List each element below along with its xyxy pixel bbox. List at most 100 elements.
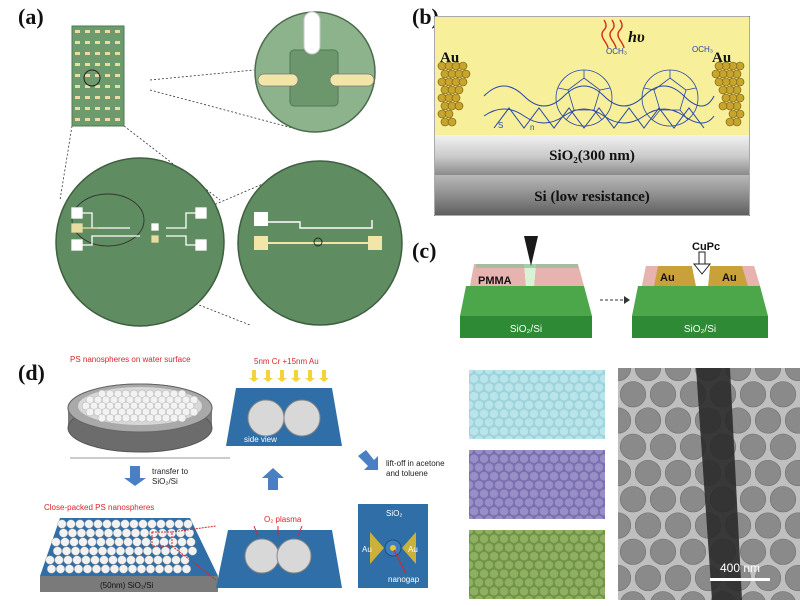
nanosphere	[564, 463, 574, 472]
nanosphere	[489, 427, 499, 436]
nanosphere	[499, 489, 509, 498]
nanosphere	[589, 534, 599, 543]
chip-pad	[115, 63, 120, 66]
nanosphere	[504, 418, 514, 427]
nanosphere	[664, 512, 692, 539]
nanosphere	[469, 498, 474, 507]
nanosphere	[599, 392, 605, 401]
au-left-label-c: Au	[660, 272, 675, 284]
nanosphere	[664, 407, 692, 434]
nanosphere	[554, 400, 564, 410]
nanosphere	[618, 512, 632, 539]
nanosphere	[509, 507, 519, 516]
ps-sphere	[160, 546, 170, 556]
nanosphere	[469, 409, 479, 418]
ps-sphere	[46, 564, 57, 574]
nanosphere	[469, 374, 479, 383]
n-subscript: n	[530, 123, 534, 132]
nanosphere	[479, 507, 489, 516]
nanosphere	[589, 569, 599, 578]
ps-sphere	[178, 546, 188, 556]
nanosphere	[509, 489, 519, 498]
nanosphere	[489, 552, 499, 561]
nanosphere	[469, 383, 474, 392]
nanosphere	[599, 569, 605, 578]
ps-sphere	[60, 537, 70, 547]
nanosphere	[504, 578, 514, 587]
ps-sphere	[168, 537, 178, 547]
nanosphere	[534, 595, 544, 599]
nanosphere	[494, 595, 504, 599]
nanosphere	[724, 368, 752, 382]
chip-pad	[85, 118, 90, 121]
nanosphere	[559, 454, 569, 463]
ps-sphere	[98, 546, 108, 556]
nanosphere	[579, 552, 589, 561]
ps-sphere	[153, 555, 163, 565]
nanosphere	[494, 435, 504, 439]
nanosphere	[509, 392, 519, 401]
nanosphere	[769, 381, 797, 408]
nanosphere	[504, 463, 514, 472]
nanosphere	[524, 560, 534, 570]
nanosphere	[564, 370, 574, 375]
nanosphere	[594, 595, 604, 599]
nanosphere	[514, 450, 524, 455]
ps-sphere	[103, 528, 113, 538]
nanosphere	[524, 480, 534, 490]
nanosphere	[559, 409, 569, 418]
nanosphere	[539, 587, 549, 596]
chip-pad	[115, 85, 120, 88]
chip-pad	[105, 52, 110, 55]
nanosphere	[544, 383, 554, 392]
nanosphere	[589, 552, 599, 561]
nanosphere	[594, 383, 604, 392]
ps-sphere	[77, 528, 87, 538]
chip-pad	[95, 63, 100, 66]
nanosphere	[514, 463, 524, 472]
nanosphere	[769, 486, 797, 513]
nanosphere	[539, 392, 549, 401]
chip-pad	[75, 107, 80, 110]
nanosphere	[559, 489, 569, 498]
nanosphere	[499, 552, 509, 561]
nanosphere	[494, 463, 504, 472]
nanosphere	[584, 463, 594, 472]
nanosphere	[664, 368, 692, 382]
nanosphere	[554, 418, 564, 427]
fullerene-right	[641, 69, 699, 127]
nanosphere	[569, 587, 579, 596]
nanosphere	[619, 381, 647, 408]
ps-sphere	[177, 413, 187, 423]
nanosphere	[579, 569, 589, 578]
nanosphere	[569, 569, 579, 578]
nanosphere	[524, 578, 534, 587]
gold-atom	[447, 117, 457, 127]
nanosphere	[534, 370, 544, 375]
nanosphere	[594, 560, 604, 570]
gold-atom	[728, 109, 738, 119]
nanosphere	[784, 512, 800, 539]
nanosphere	[524, 498, 534, 507]
nanosphere	[469, 472, 479, 481]
chip-pad	[95, 96, 100, 99]
ps-sphere	[156, 519, 166, 529]
gold-atom	[454, 85, 464, 95]
chip-pad	[105, 85, 110, 88]
nanosphere	[544, 435, 554, 439]
ps-sphere	[89, 546, 99, 556]
nanosphere	[524, 418, 534, 427]
gold-atom	[451, 93, 461, 103]
nanosphere	[594, 480, 604, 490]
nanosphere	[574, 530, 584, 535]
ps-sphere	[112, 528, 122, 538]
nanosphere	[579, 427, 589, 436]
nanosphere	[584, 450, 594, 455]
sem-micrograph: 400 nm	[618, 368, 800, 600]
chip-pad	[115, 107, 120, 110]
nanosphere	[534, 383, 544, 392]
nanosphere	[534, 498, 544, 507]
sio2-layer	[435, 135, 749, 175]
nanosphere	[489, 374, 499, 383]
nanosphere	[544, 543, 554, 552]
